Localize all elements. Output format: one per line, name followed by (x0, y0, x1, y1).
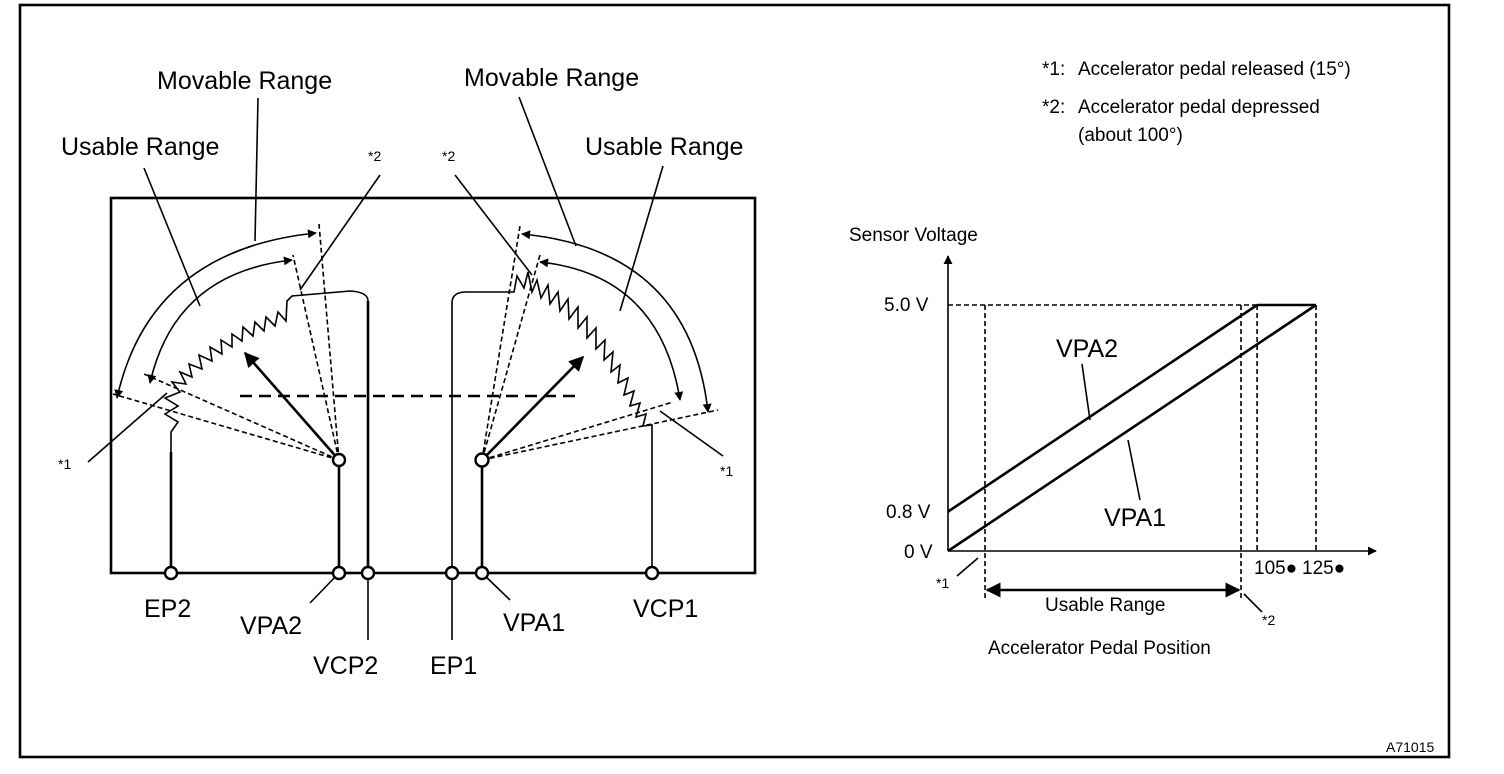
usable-range-arc-right (539, 258, 684, 401)
left-sensor-circuit (112, 223, 370, 573)
star1-label-right: *1 (720, 463, 733, 479)
notes: *1: Accelerator pedal released (15°) *2:… (1042, 59, 1351, 146)
star2-leader-right (454, 174, 533, 276)
limit-dash-right-3 (481, 409, 719, 461)
terminal-label-ep2: EP2 (144, 595, 191, 623)
terminal-vpa2 (331, 565, 347, 581)
chart-usable-range-label: Usable Range (1045, 595, 1165, 616)
usable-range-leader-right (619, 165, 664, 312)
star2-label-right: *2 (442, 148, 455, 164)
movable-range-label-left: Movable Range (157, 67, 332, 95)
pivot-left (331, 452, 347, 468)
terminal-label-vcp2: VCP2 (313, 652, 378, 680)
chart-star1-label: *1 (936, 575, 949, 591)
y-tick-5v: 5.0 V (884, 295, 929, 316)
limit-dash-right-4 (481, 401, 674, 461)
series-line-vpa1 (947, 303, 1317, 553)
voltage-chart: Sensor Voltage 5.0 V 0.8 V 0 V VPA2 VPA1… (849, 225, 1377, 659)
note1-text: Accelerator pedal released (15°) (1078, 59, 1351, 80)
movable-range-leader-right (518, 96, 577, 247)
movable-range-label-right: Movable Range (464, 64, 639, 92)
chart-star2-label: *2 (1262, 612, 1275, 628)
movable-range-arc-right (521, 230, 712, 413)
star2-label-left: *2 (368, 148, 381, 164)
y-tick-08v: 0.8 V (886, 502, 931, 523)
limit-dash-left-2 (143, 373, 340, 461)
sensor-housing (109, 196, 757, 575)
movable-range-leader-left (254, 97, 259, 242)
terminal-ep2 (163, 565, 179, 581)
y-axis-title: Sensor Voltage (849, 225, 978, 246)
pivot-right (474, 452, 490, 468)
terminal-ep1 (444, 565, 460, 581)
terminal-label-vpa1: VPA1 (503, 609, 565, 637)
terminal-label-vpa2: VPA2 (240, 612, 302, 640)
figure-id: A71015 (1386, 739, 1434, 755)
x-axis-title: Accelerator Pedal Position (988, 638, 1211, 659)
series-label-vpa1: VPA1 (1104, 504, 1166, 532)
note1-marker: *1: (1042, 59, 1065, 80)
wiper-arrow-left (244, 351, 340, 461)
terminal-vpa1 (474, 565, 490, 581)
terminal-label-ep1: EP1 (430, 652, 477, 680)
limit-dash-left-4 (292, 254, 340, 461)
right-sensor-circuit (451, 225, 719, 573)
terminal-vcp1 (644, 565, 660, 581)
sensor-schematic: EP2 VPA2 VCP2 EP1 VPA1 VCP1 Movable Rang… (58, 64, 757, 680)
usable-range-arc-left (147, 256, 293, 384)
note2-text-line1: Accelerator pedal depressed (1078, 97, 1320, 118)
terminal-vcp2 (360, 565, 376, 581)
star1-leader-left (87, 392, 168, 463)
chart-star1-leader (956, 557, 979, 577)
usable-range-leader-left (143, 167, 201, 307)
series-leader-vpa1 (1127, 439, 1141, 501)
x-tick-105: 105● (1254, 558, 1297, 579)
series-line-vpa2 (947, 303, 1258, 513)
usable-range-label-left: Usable Range (61, 133, 219, 161)
usable-range-label-right: Usable Range (585, 133, 743, 161)
note2-marker: *2: (1042, 97, 1065, 118)
x-tick-125: 125● (1302, 558, 1345, 579)
limit-dash-left-1 (112, 393, 340, 461)
star1-label-left: *1 (58, 456, 71, 472)
chart-star2-leader (1243, 593, 1263, 613)
series-label-vpa2: VPA2 (1056, 335, 1118, 363)
y-tick-0v: 0 V (904, 542, 933, 563)
star1-leader-right (659, 410, 724, 457)
outer-frame (18, 3, 1451, 759)
star2-leader-left (299, 174, 381, 291)
series-leader-vpa2 (1081, 363, 1091, 421)
note2-text-line2: (about 100°) (1078, 125, 1183, 146)
terminal-label-vcp1: VCP1 (633, 595, 698, 623)
resistor-track-left (163, 290, 369, 452)
